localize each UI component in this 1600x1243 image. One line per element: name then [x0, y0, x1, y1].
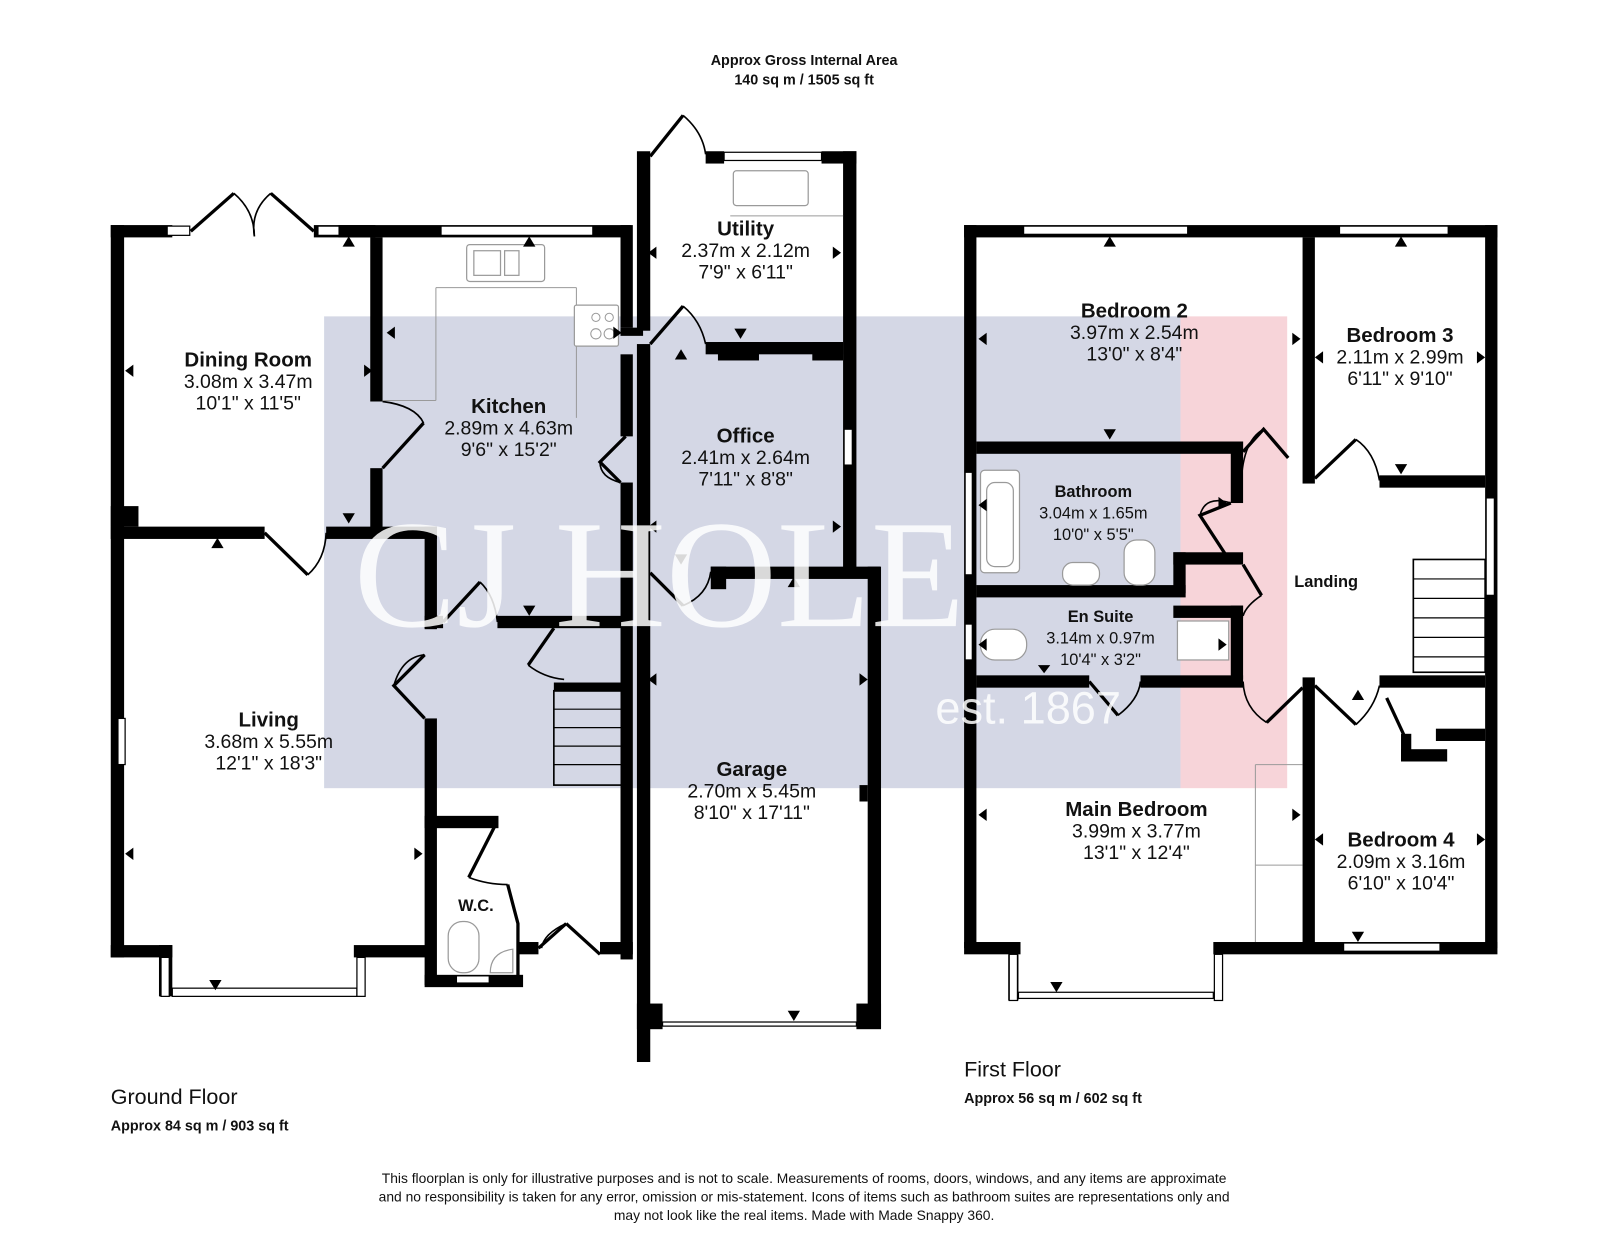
- svg-text:Bedroom 2: Bedroom 2: [1081, 299, 1188, 322]
- room-en-suite: En Suite 3.14m x 0.97m 10'4" x 3'2": [1046, 608, 1155, 669]
- room-bedroom-2: Bedroom 2 3.97m x 2.54m 13'0" x 8'4": [1070, 299, 1199, 365]
- svg-text:2.37m x 2.12m: 2.37m x 2.12m: [681, 240, 810, 262]
- gross-area-title: Approx Gross Internal Area: [711, 53, 899, 69]
- svg-text:Kitchen: Kitchen: [471, 395, 546, 418]
- svg-text:Office: Office: [717, 425, 775, 448]
- svg-text:Dining Room: Dining Room: [184, 349, 312, 372]
- room-office: Office 2.41m x 2.64m 7'11" x 8'8": [681, 425, 810, 491]
- room-wc: W.C.: [458, 897, 494, 915]
- svg-text:Landing: Landing: [1294, 573, 1358, 591]
- svg-text:6'11" x 9'10": 6'11" x 9'10": [1347, 368, 1452, 390]
- svg-text:8'10" x 17'11": 8'10" x 17'11": [694, 802, 810, 824]
- room-living: Living 3.68m x 5.55m 12'1" x 18'3": [204, 709, 333, 775]
- svg-text:10'1" x 11'5": 10'1" x 11'5": [196, 393, 301, 415]
- svg-text:13'0" x 8'4": 13'0" x 8'4": [1086, 343, 1182, 365]
- svg-text:3.08m x 3.47m: 3.08m x 3.47m: [184, 371, 313, 393]
- svg-text:2.41m x 2.64m: 2.41m x 2.64m: [681, 447, 810, 469]
- room-bedroom-3: Bedroom 3 2.11m x 2.99m 6'11" x 9'10": [1336, 324, 1463, 390]
- first-floor-area: Approx 56 sq m / 602 sq ft: [964, 1091, 1142, 1107]
- svg-text:Bedroom 4: Bedroom 4: [1347, 829, 1455, 852]
- room-dining-room: Dining Room 3.08m x 3.47m 10'1" x 11'5": [184, 349, 313, 415]
- disclaimer-line-2: and no responsibility is taken for any e…: [379, 1189, 1230, 1205]
- svg-text:10'0" x 5'5": 10'0" x 5'5": [1053, 526, 1134, 544]
- svg-text:Garage: Garage: [716, 758, 787, 781]
- first-floor-plan: [964, 225, 1498, 1002]
- room-kitchen: Kitchen 2.89m x 4.63m 9'6" x 15'2": [444, 395, 573, 461]
- svg-text:Utility: Utility: [717, 217, 775, 240]
- gross-area-value: 140 sq m / 1505 sq ft: [734, 73, 874, 89]
- svg-text:En Suite: En Suite: [1068, 608, 1134, 626]
- room-landing: Landing: [1294, 573, 1358, 591]
- dimension-arrows: [125, 236, 1486, 1021]
- svg-text:Main Bedroom: Main Bedroom: [1065, 798, 1207, 821]
- svg-text:2.70m x 5.45m: 2.70m x 5.45m: [687, 780, 816, 802]
- svg-text:12'1" x 18'3": 12'1" x 18'3": [215, 753, 322, 775]
- ground-floor-plan: [110, 114, 882, 1063]
- room-utility: Utility 2.37m x 2.12m 7'9" x 6'11": [681, 217, 810, 283]
- svg-text:2.11m x 2.99m: 2.11m x 2.99m: [1336, 347, 1463, 369]
- svg-text:Bathroom: Bathroom: [1055, 483, 1132, 501]
- svg-text:3.97m x 2.54m: 3.97m x 2.54m: [1070, 322, 1199, 344]
- watermark-brand: CJ HOLE: [354, 490, 965, 660]
- disclaimer-line-1: This floorplan is only for illustrative …: [382, 1170, 1227, 1186]
- room-garage: Garage 2.70m x 5.45m 8'10" x 17'11": [687, 758, 816, 824]
- svg-text:3.14m x 0.97m: 3.14m x 0.97m: [1046, 630, 1155, 648]
- svg-text:7'11" x 8'8": 7'11" x 8'8": [698, 469, 793, 491]
- svg-text:10'4" x 3'2": 10'4" x 3'2": [1060, 651, 1141, 669]
- svg-text:W.C.: W.C.: [458, 897, 494, 915]
- room-bedroom-4: Bedroom 4 2.09m x 3.16m 6'10" x 10'4": [1337, 829, 1466, 895]
- ground-floor-title: Ground Floor: [111, 1085, 238, 1109]
- disclaimer-line-3: may not look like the real items. Made w…: [614, 1207, 994, 1223]
- svg-text:2.89m x 4.63m: 2.89m x 4.63m: [444, 417, 573, 439]
- first-floor-title: First Floor: [964, 1057, 1061, 1081]
- svg-text:9'6" x 15'2": 9'6" x 15'2": [461, 439, 557, 461]
- svg-text:3.68m x 5.55m: 3.68m x 5.55m: [204, 731, 333, 753]
- ground-floor-area: Approx 84 sq m / 903 sq ft: [111, 1119, 289, 1135]
- svg-text:2.09m x 3.16m: 2.09m x 3.16m: [1337, 851, 1466, 873]
- svg-text:Bedroom 3: Bedroom 3: [1346, 324, 1453, 347]
- svg-text:Living: Living: [239, 709, 299, 732]
- room-main-bedroom: Main Bedroom 3.99m x 3.77m 13'1" x 12'4": [1065, 798, 1207, 864]
- svg-text:3.04m x 1.65m: 3.04m x 1.65m: [1039, 504, 1148, 522]
- svg-text:6'10" x 10'4": 6'10" x 10'4": [1348, 873, 1455, 895]
- svg-text:7'9" x 6'11": 7'9" x 6'11": [698, 261, 793, 283]
- svg-text:3.99m x 3.77m: 3.99m x 3.77m: [1072, 820, 1201, 842]
- svg-text:13'1" x 12'4": 13'1" x 12'4": [1083, 842, 1190, 864]
- watermark-est: est. 1867: [935, 683, 1121, 734]
- room-bathroom: Bathroom 3.04m x 1.65m 10'0" x 5'5": [1039, 483, 1148, 544]
